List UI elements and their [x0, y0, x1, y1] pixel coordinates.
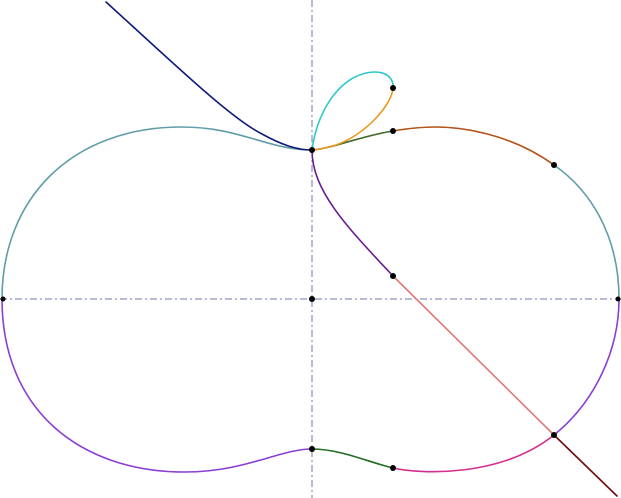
right-lobe-top: [392, 126, 555, 166]
left-lobe-bottom: [1, 298, 313, 473]
point-loop-tip: [390, 85, 396, 91]
point-right-top: [551, 162, 557, 168]
small-loop-left: [311, 71, 394, 151]
point-top-connector: [390, 128, 396, 134]
left-lobe-top: [1, 126, 313, 300]
point-intersection: [551, 432, 557, 438]
right-lobe-bottom: [553, 298, 620, 436]
point-right-axis: [615, 296, 621, 302]
point-bottom-right: [390, 465, 396, 471]
lower-right-tail: [553, 434, 618, 497]
bottom-right-arc: [392, 434, 555, 473]
marked-points: [0, 85, 621, 471]
top-connector: [311, 130, 394, 151]
point-left-axis: [0, 296, 6, 302]
diagonal-line: [392, 275, 555, 436]
small-loop-right: [311, 87, 394, 151]
descending-curve: [311, 149, 394, 277]
center-dip: [311, 448, 394, 469]
point-origin-top: [309, 147, 315, 153]
upper-left-tail: [105, 1, 313, 151]
right-lobe-side: [553, 164, 620, 300]
point-center: [309, 296, 315, 302]
point-descending: [390, 273, 396, 279]
point-bottom-center: [309, 446, 315, 452]
